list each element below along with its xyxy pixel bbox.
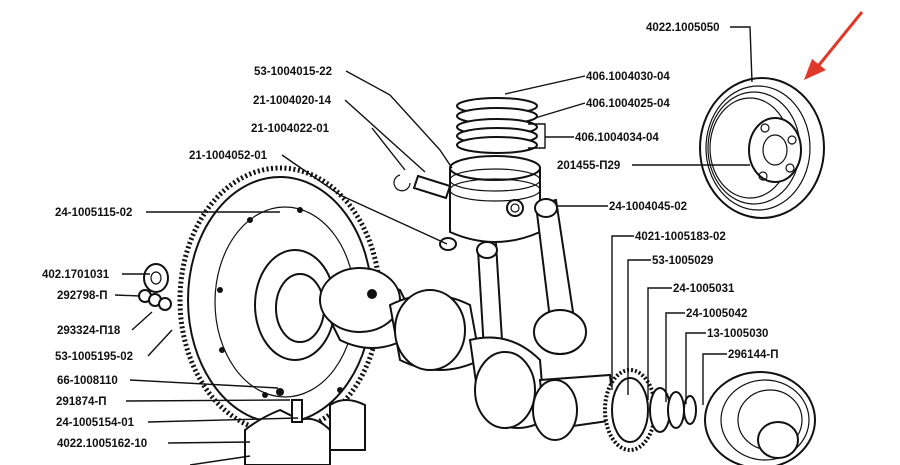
label-flywheel: 24-1005115-02 [55, 207, 132, 219]
label-seal-24-1005031: 24-1005031 [673, 283, 735, 295]
label-sprocket: 4021-1005183-02 [635, 231, 726, 243]
label-piston-pin: 21-1004020-14 [253, 95, 332, 107]
label-main-bearing-cap: 24-1005154-01 [56, 417, 135, 429]
label-piston-ring-second: 406.1004025-04 [586, 98, 670, 110]
label-piston-pin-clip: 53-1004015-22 [254, 66, 332, 78]
label-bearing-402: 402.1701031 [42, 269, 110, 281]
bushing-drawing [439, 237, 457, 251]
label-flywheel-bolt: 53-1005195-02 [55, 351, 133, 363]
label-oil-ring-set: 406.1004034-04 [575, 132, 659, 144]
main-bearing-cap-drawing [244, 388, 366, 465]
label-bushing: 21-1004052-01 [189, 150, 268, 162]
label-key-13-1005030: 13-1005030 [707, 328, 768, 340]
label-bolt-293324: 293324-П18 [57, 325, 121, 337]
leader-lines [114, 26, 753, 465]
label-con-rod: 24-1004045-02 [609, 201, 687, 213]
label-pin-291874: 291874-П [56, 396, 106, 408]
part-number-labels: 4022.1005050 53-1004015-22 406.1004030-0… [42, 22, 778, 450]
label-ring-24-1005042: 24-1005042 [686, 308, 747, 320]
piston-pin-drawing [393, 174, 452, 200]
label-pulley-bolt: 201455-П29 [557, 160, 620, 172]
con-rod-drawing [476, 198, 587, 355]
label-piston: 21-1004022-01 [251, 123, 330, 135]
label-pulley-top: 4022.1005050 [646, 22, 720, 34]
crank-pulley-bottom-drawing [704, 371, 816, 465]
pulley-top-drawing [699, 77, 825, 219]
flywheel-drawing [177, 165, 383, 435]
label-key-296144: 296144-П [728, 349, 778, 361]
label-piston-ring-top: 406.1004030-04 [586, 71, 670, 83]
piston-drawing [449, 155, 541, 243]
label-pin-292798: 292798-П [57, 290, 107, 302]
red-pointer-arrow [804, 11, 864, 80]
label-crank-pulley-bottom: 4022.1005162-10 [57, 438, 147, 450]
timing-sprocket-drawing [603, 368, 697, 452]
label-bolt-66-1008110: 66-1008110 [57, 375, 118, 387]
label-washer-53: 53-1005029 [652, 255, 713, 267]
piston-rings-drawing [456, 97, 538, 154]
small-washers-drawing [138, 263, 172, 311]
